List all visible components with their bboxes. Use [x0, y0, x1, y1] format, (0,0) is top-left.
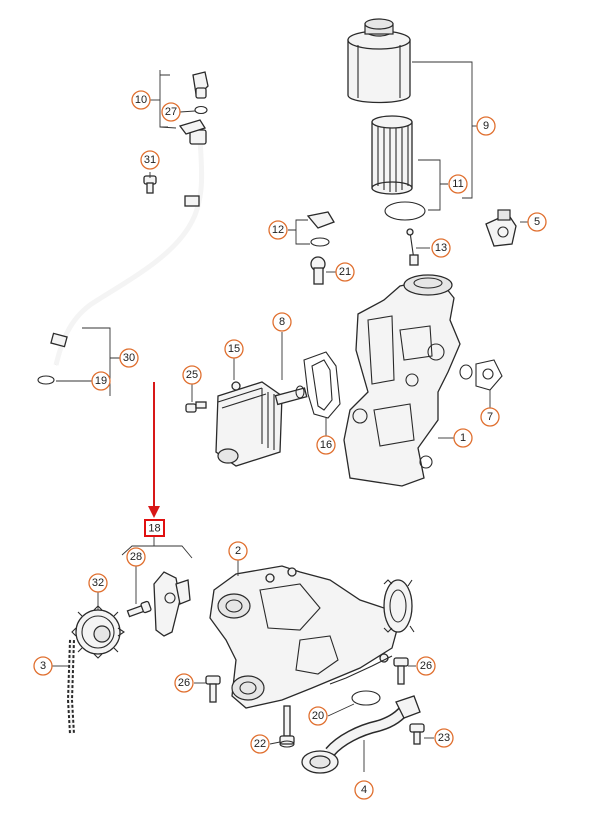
gasket-7 [459, 359, 503, 391]
seal-ring-11 [384, 201, 426, 221]
callout-15: 15 [224, 339, 244, 359]
drive-chain-3 [66, 639, 75, 735]
bolt-31 [143, 175, 157, 194]
callout-3: 3 [33, 656, 53, 676]
svg-text:19: 19 [95, 375, 107, 387]
callout-11: 11 [448, 174, 468, 194]
callout-32: 32 [88, 573, 108, 593]
svg-text:4: 4 [361, 784, 367, 796]
callout-13: 13 [431, 238, 451, 258]
svg-text:7: 7 [487, 411, 493, 423]
svg-text:5: 5 [534, 216, 540, 228]
svg-text:28: 28 [130, 551, 142, 563]
leader-lines [52, 61, 528, 772]
o-ring-19 [37, 375, 55, 385]
oil-cooler-15 [215, 381, 283, 467]
callout-19: 19 [91, 371, 111, 391]
highlight-box-18: 18 [144, 519, 165, 537]
svg-text:22: 22 [254, 738, 266, 750]
callout-23: 23 [434, 728, 454, 748]
svg-text:1: 1 [460, 432, 466, 444]
callout-label-18: 18 [148, 523, 160, 535]
filter-housing-1 [343, 274, 461, 487]
sprocket-32 [71, 605, 125, 659]
svg-text:31: 31 [144, 154, 156, 166]
svg-text:15: 15 [228, 343, 240, 355]
svg-text:13: 13 [435, 242, 447, 254]
bolt-25 [185, 401, 207, 413]
svg-text:32: 32 [92, 577, 104, 589]
callout-4: 4 [354, 780, 374, 800]
svg-text:10: 10 [135, 94, 147, 106]
dipstick-handle [192, 71, 209, 99]
callout-7: 7 [480, 407, 500, 427]
pump-suction-screen [329, 655, 393, 685]
callout-8: 8 [272, 312, 292, 332]
callout-2: 2 [228, 541, 248, 561]
dipstick-tube [50, 119, 207, 366]
svg-text:11: 11 [452, 178, 463, 190]
svg-text:25: 25 [186, 369, 198, 381]
callout-10: 10 [131, 90, 151, 110]
valve-12 [306, 211, 335, 247]
pressure-switch-5 [485, 209, 517, 247]
gasket-16 [303, 351, 341, 419]
plug-21 [310, 256, 326, 285]
bolt-23 [409, 723, 425, 745]
o-ring-27 [194, 105, 208, 115]
svg-text:8: 8 [279, 316, 285, 328]
callout-25: 25 [182, 365, 202, 385]
o-ring-20 [351, 690, 381, 706]
union-8 [274, 385, 308, 406]
callout-30: 30 [119, 348, 139, 368]
svg-text:9: 9 [483, 120, 489, 132]
oil-pickup-pipe-4 [301, 695, 421, 774]
bolt-22 [279, 705, 295, 748]
callout-22: 22 [250, 734, 270, 754]
svg-text:27: 27 [165, 106, 177, 118]
callout-9: 9 [476, 116, 496, 136]
sensor-13 [406, 228, 419, 266]
pump-drive-sprocket [383, 579, 415, 633]
callout-12: 12 [268, 220, 288, 240]
callout-1: 1 [453, 428, 473, 448]
highlight-arrow [148, 382, 160, 518]
bolt-28 [126, 600, 152, 618]
callout-21: 21 [335, 262, 355, 282]
svg-text:12: 12 [272, 224, 284, 236]
bolt-26-right [393, 657, 409, 685]
svg-text:3: 3 [40, 660, 46, 672]
callout-26-right: 26 [416, 656, 436, 676]
oil-pump-2 [209, 565, 399, 709]
svg-text:30: 30 [123, 352, 135, 364]
svg-text:26: 26 [178, 677, 190, 689]
oil-filter-element [371, 115, 413, 195]
callout-26-left: 26 [174, 673, 194, 693]
callout-16: 16 [316, 435, 336, 455]
callout-27: 27 [161, 102, 181, 122]
svg-text:20: 20 [312, 710, 324, 722]
svg-text:16: 16 [320, 439, 332, 451]
svg-text:23: 23 [438, 732, 450, 744]
callout-20: 20 [308, 706, 328, 726]
callout-28: 28 [126, 547, 146, 567]
oil-filter-cap [347, 18, 411, 104]
svg-text:2: 2 [235, 545, 241, 557]
callout-31: 31 [140, 150, 160, 170]
callout-5: 5 [527, 212, 547, 232]
bolt-26-left [205, 675, 221, 703]
svg-text:26: 26 [420, 660, 432, 672]
svg-text:21: 21 [339, 266, 351, 278]
chain-tensioner-28 [153, 571, 191, 637]
